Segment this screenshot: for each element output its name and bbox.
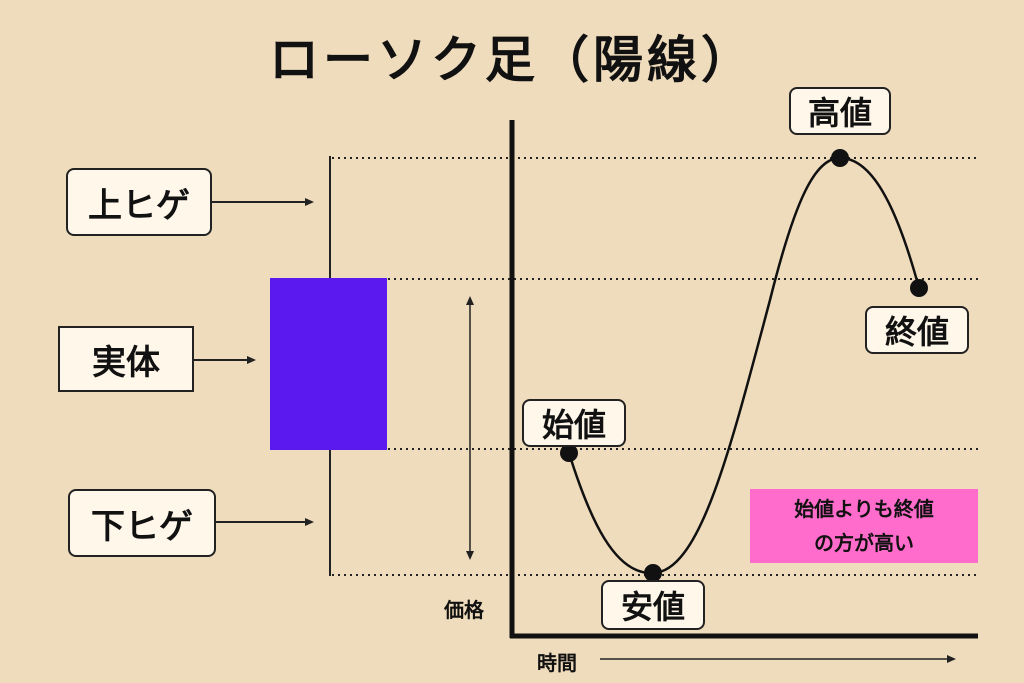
price-path [567,156,921,575]
low-label: 安値 [601,580,705,630]
note-line-2: の方が高い [814,531,914,555]
high-point [831,149,849,167]
open-label: 始値 [522,399,626,447]
close-point [910,279,928,297]
low-point [644,564,662,582]
price-axis-label: 価格 [444,598,484,622]
close-label: 終値 [865,306,969,354]
lower-shadow-label: 下ヒゲ [68,489,216,557]
note-line-1: 始値よりも終値 [794,497,934,521]
time-axis-label: 時間 [537,651,577,675]
open-point [560,444,578,462]
candle-body [270,278,387,450]
upper-shadow-label: 上ヒゲ [66,168,212,236]
body-label: 実体 [58,326,194,392]
high-label: 高値 [789,87,891,135]
note-box: 始値よりも終値 の方が高い [750,489,978,563]
page-title: ローソク足（陽線） [269,31,755,89]
